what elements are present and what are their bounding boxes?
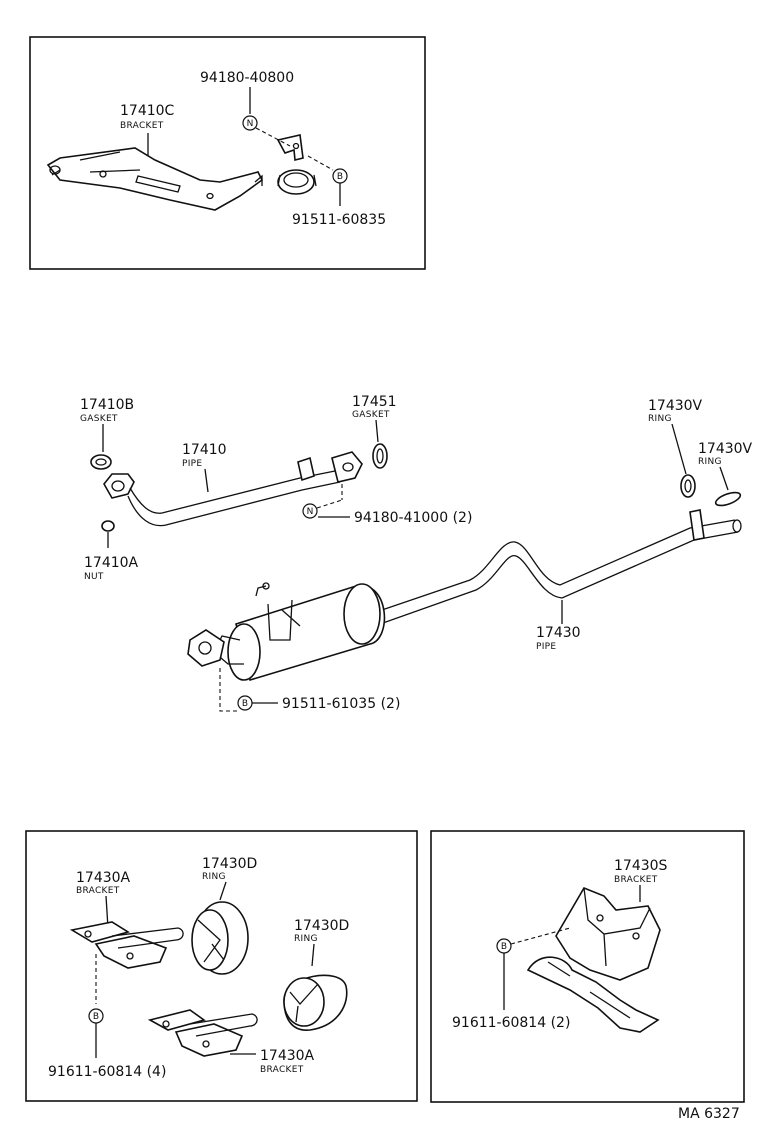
ring-17430v-1-drawing [680,474,696,498]
part-label-17410b: 17410B [80,397,134,413]
name-label-17410c: BRACKET [120,121,164,131]
leader-17430d-1 [219,881,227,901]
part-label-91511-60835: 91511-60835 [292,212,386,228]
leader-17410 [204,468,209,493]
name-label-17451: GASKET [352,410,390,420]
nut-17410a-drawing [101,520,115,532]
name-label-17410b: GASKET [80,414,118,424]
bolt-symbol-mid-text: B [242,699,248,709]
ring-17430v-2-drawing [714,491,742,507]
leader-17430v-2 [719,466,729,491]
bolt-symbol-bl-text: B [93,1012,99,1022]
part-label-17410a: 17410A [84,555,139,571]
nut-symbol-mid [302,503,318,519]
part-label-17430a-2: 17430A [260,1048,315,1064]
name-label-17430d-2: RING [294,934,318,944]
part-label-94180-41000: 94180-41000 (2) [354,510,472,526]
bracket-17430a-2-drawing [147,1009,258,1057]
gasket-17410b-drawing [90,454,112,470]
part-label-17430v-2: 17430V [698,441,753,457]
leader-17430v-1 [671,423,687,475]
name-label-17430: PIPE [536,642,556,652]
nut-symbol-mid-text: N [307,507,314,517]
diagram-code: MA 6327 [678,1106,740,1122]
name-label-17430a-1: BRACKET [76,886,120,896]
dash-leader-bolt-2b [510,927,571,945]
dash-leader-nut-2b [316,499,343,509]
ring-17430d-1-drawing [191,901,249,975]
leader-17430d-2 [311,943,315,967]
top-panel-frame [29,36,426,270]
bracket-17430s-drawing [526,887,661,1033]
part-label-17430: 17430 [536,625,581,641]
ring-17430d-2-drawing [283,974,348,1031]
clamp-drawing [276,134,317,195]
pipe-17430-drawing [187,509,742,682]
name-label-17430d-1: RING [202,872,226,882]
bottom-right-panel-frame [430,830,745,1103]
bracket-17430a-1-drawing [69,921,184,969]
part-label-17430s: 17430S [614,858,668,874]
bolt-symbol-br-text: B [501,942,507,952]
name-label-17410: PIPE [182,459,202,469]
leader-17451 [375,419,379,443]
nut-symbol-top [242,115,258,131]
name-label-17430a-2: BRACKET [260,1065,304,1075]
bottom-left-panel-frame [25,830,418,1102]
bracket-17410c-drawing [46,147,264,211]
pipe-17410-drawing [103,451,363,527]
part-label-17410c: 17410C [120,103,175,119]
part-label-91511-61035: 91511-61035 (2) [282,696,400,712]
part-label-94180-40800: 94180-40800 [200,70,294,86]
part-label-17430d-2: 17430D [294,918,349,934]
name-label-17410a: NUT [84,572,104,582]
name-label-17430v-2: RING [698,457,722,467]
gasket-17451-drawing [372,443,388,469]
part-label-91611-60814-2: 91611-60814 (2) [452,1015,570,1031]
part-label-17430a-1: 17430A [76,870,131,886]
part-label-17410: 17410 [182,442,227,458]
dash-leader-top [255,127,334,171]
part-label-17430v-1: 17430V [648,398,703,414]
part-label-17430d-1: 17430D [202,856,257,872]
name-label-17430s: BRACKET [614,875,658,885]
name-label-17430v-1: RING [648,414,672,424]
dash-leader-bolt-2 [219,668,238,712]
part-label-91611-60814-4: 91611-60814 (4) [48,1064,166,1080]
nut-symbol-top-text: N [247,119,254,129]
part-label-17451: 17451 [352,394,397,410]
bolt-symbol-top-text: B [337,172,343,182]
